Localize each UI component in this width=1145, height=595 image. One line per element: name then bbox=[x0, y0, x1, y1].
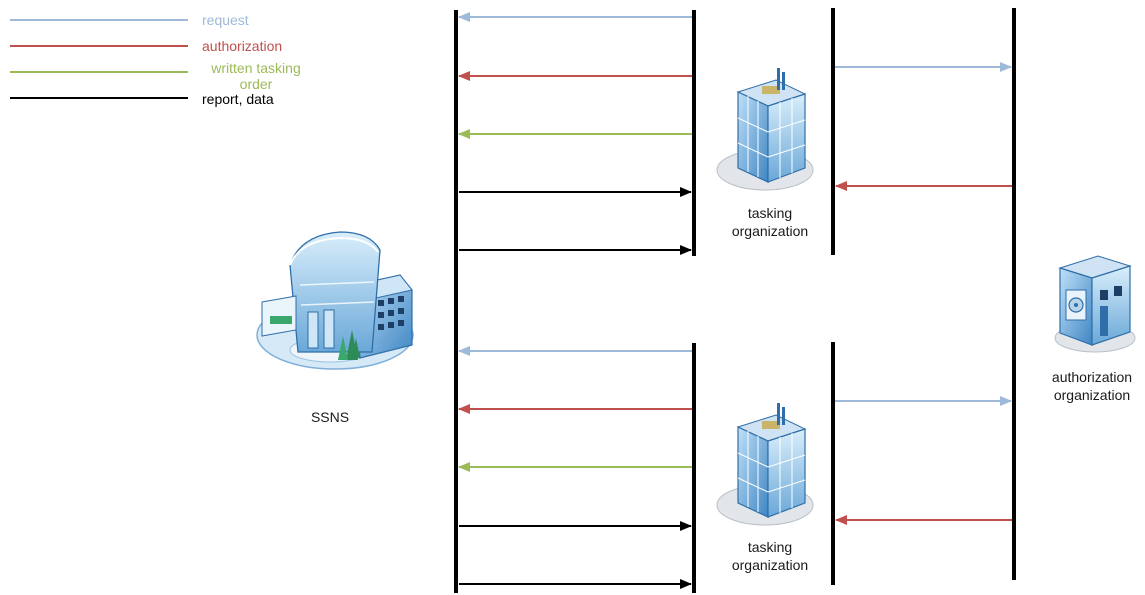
legend-report-label: report, data bbox=[202, 91, 274, 107]
legend-authorization-label: authorization bbox=[202, 38, 283, 54]
office-tower-icon bbox=[716, 403, 814, 526]
tasking-org-bottom-label: tasking organization bbox=[731, 539, 809, 573]
office-tower-icon bbox=[716, 68, 814, 191]
legend-request-label: request bbox=[202, 12, 249, 28]
authorization-org-label: authorization organization bbox=[1051, 369, 1133, 403]
tasking-org-top-label: tasking organization bbox=[731, 205, 809, 239]
vault-building-icon bbox=[1054, 255, 1136, 353]
legend-tasking-order-label: written tasking order bbox=[211, 60, 301, 92]
building-campus-icon bbox=[256, 231, 414, 370]
ssns-label: SSNS bbox=[310, 409, 350, 425]
